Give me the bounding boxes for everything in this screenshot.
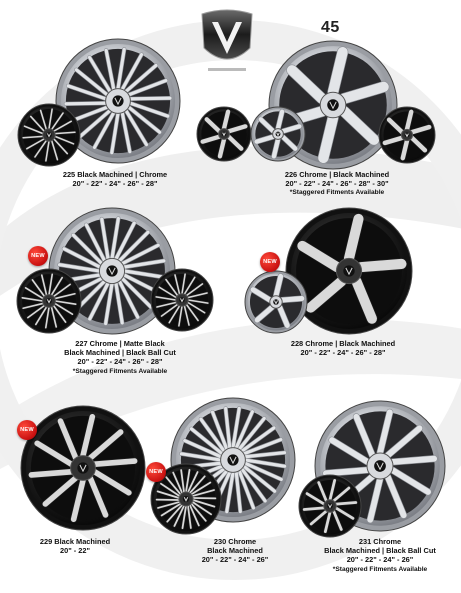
wheel-228-chrome[interactable] (244, 270, 308, 334)
caption-230: 230 Chrome Black Machined 20" - 22" - 24… (180, 537, 290, 565)
product-sizes: 20" - 22" - 24" - 26" - 28" (300, 348, 386, 358)
wheel-231-black[interactable] (298, 474, 362, 538)
wheel-225-main[interactable] (55, 38, 181, 164)
wheel-227-black-right[interactable] (150, 268, 214, 332)
new-badge-230: NEW (146, 462, 166, 482)
page-number: 45 (321, 19, 340, 36)
caption-231: 231 Chrome Black Machined | Black Ball C… (305, 537, 455, 574)
wheel-227-main[interactable] (48, 207, 176, 335)
product-note: *Staggered Fitments Available (72, 367, 168, 375)
new-badge-228: NEW (260, 252, 280, 272)
product-name: 226 Chrome | Black Machined (284, 170, 390, 179)
product-sizes: 20" - 22" (59, 546, 91, 556)
product-name: 225 Black Machined | Chrome (62, 170, 168, 179)
new-badge-229: NEW (17, 420, 37, 440)
wheel-227-black-left[interactable] (16, 268, 82, 334)
caption-228: 228 Chrome | Black Machined 20" - 22" - … (268, 339, 418, 357)
caption-226: 226 Chrome | Black Machined 20" - 22" - … (262, 170, 412, 198)
wheel-225-black[interactable] (17, 103, 81, 167)
product-sizes: 20" - 22" - 24" - 26" (201, 555, 269, 565)
wheel-230-black[interactable] (150, 463, 222, 535)
product-name: 228 Chrome | Black Machined (290, 339, 396, 348)
product-sizes: 20" - 22" - 24" - 26" - 28" (77, 357, 163, 367)
product-note: *Staggered Fitments Available (289, 189, 385, 197)
product-note: *Staggered Fitments Available (332, 565, 428, 573)
wheel-228-main[interactable] (285, 207, 413, 335)
product-sizes: 20" - 22" - 24" - 26" - 28" (72, 179, 158, 189)
product-name: 229 Black Machined (39, 537, 111, 546)
caption-227: 227 Chrome | Matte Black Black Machined … (45, 339, 195, 376)
product-name-line2: Black Machined (207, 546, 263, 556)
new-badge-227: NEW (28, 246, 48, 266)
wheel-226-black-right[interactable] (378, 106, 436, 164)
product-name-line2: Black Machined | Black Ball Cut (324, 546, 436, 556)
v-shield-logo-icon (201, 9, 253, 71)
wheel-226-chrome-small[interactable] (250, 106, 306, 162)
product-name: 231 Chrome (358, 537, 402, 546)
product-name-line2: Black Machined | Black Ball Cut (64, 348, 176, 358)
product-name: 227 Chrome | Matte Black (75, 339, 165, 348)
caption-229: 229 Black Machined 20" - 22" (20, 537, 130, 555)
product-name: 230 Chrome (213, 537, 257, 546)
caption-225: 225 Black Machined | Chrome 20" - 22" - … (40, 170, 190, 188)
product-sizes: 20" - 22" - 24" - 26" (346, 555, 414, 565)
wheel-226-black[interactable] (196, 106, 252, 162)
wheel-229-main[interactable] (20, 405, 146, 531)
product-sizes: 20" - 22" - 24" - 26" - 28" - 30" (285, 179, 389, 189)
